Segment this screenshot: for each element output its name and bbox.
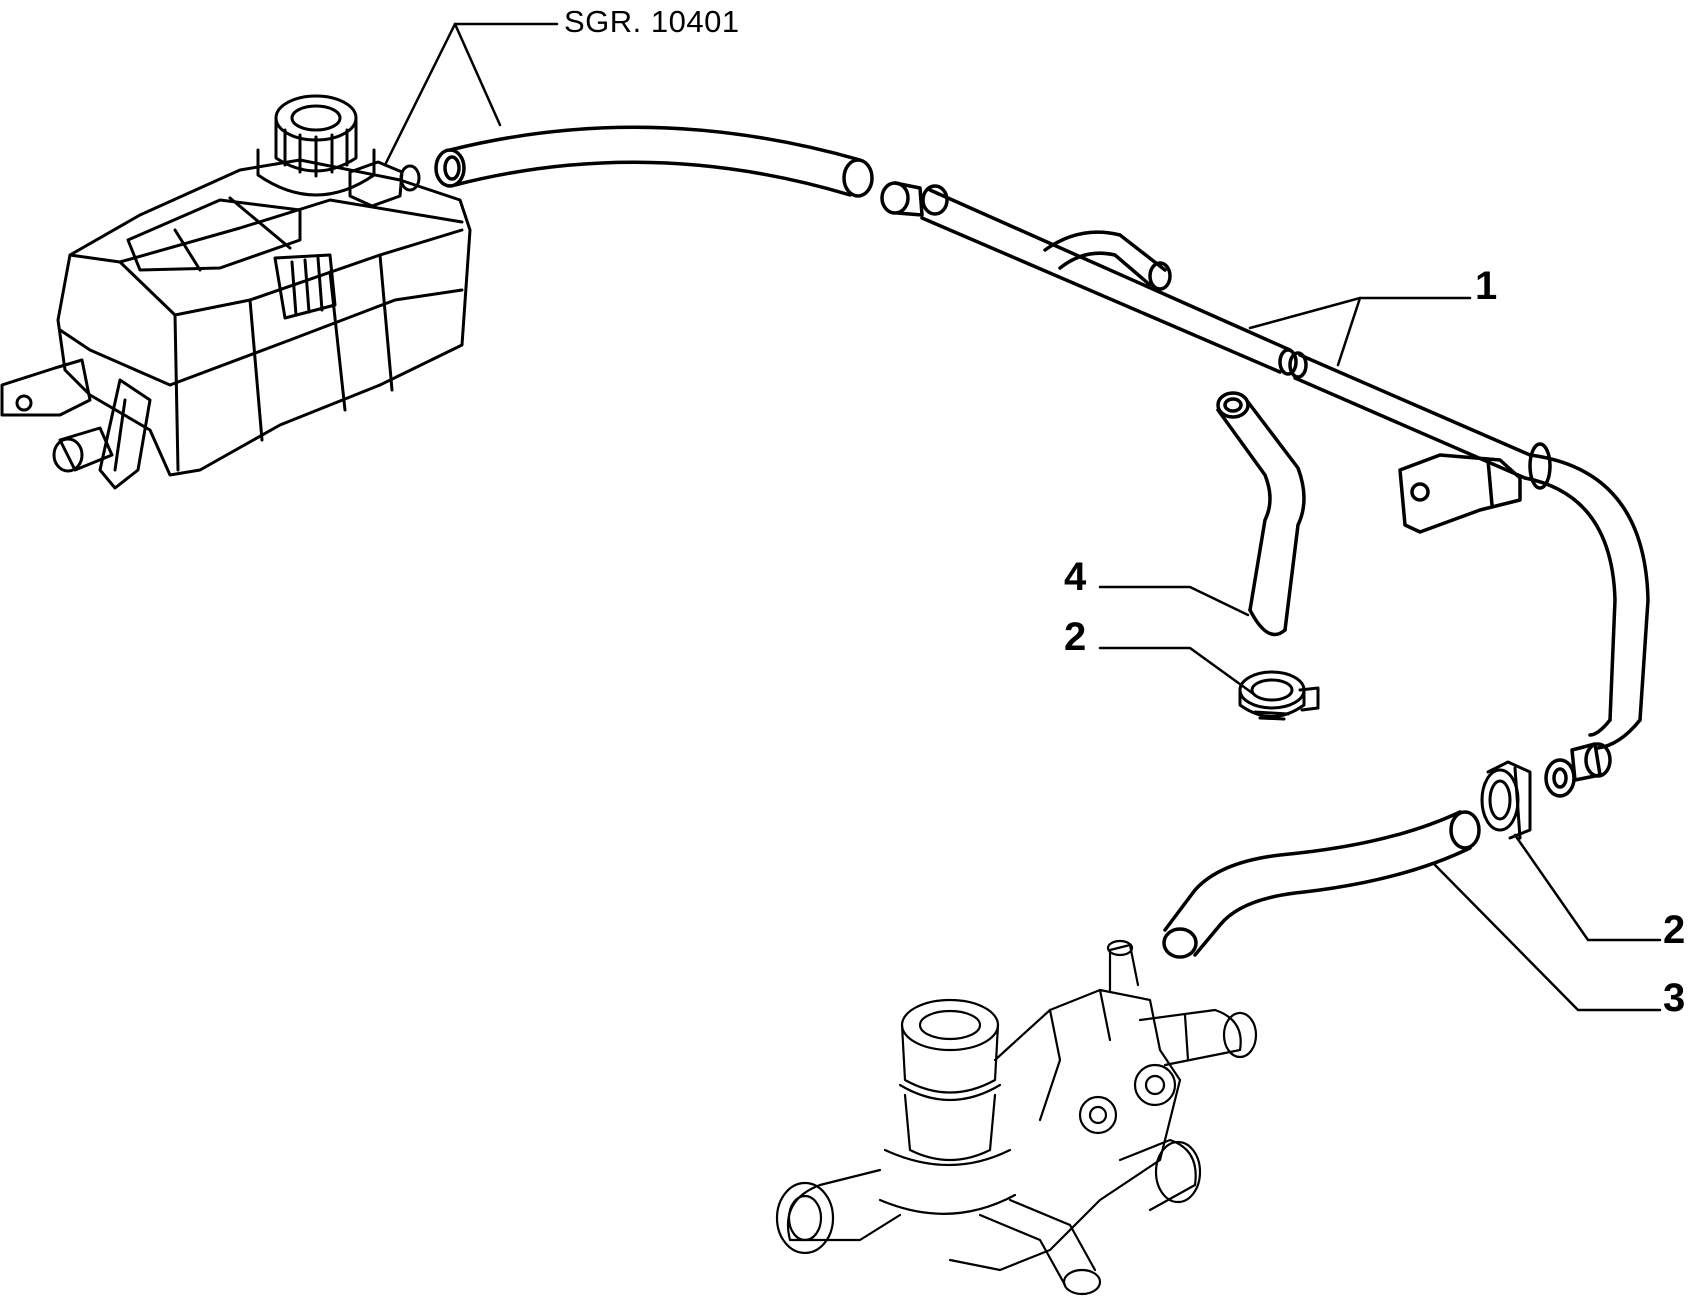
expansion-tank [0, 94, 472, 490]
callout-2-upper: 2 [1064, 615, 1087, 659]
reference-label-sgr: SGR. 10401 [564, 4, 740, 39]
clamp-2-upper [1238, 670, 1320, 721]
callout-4: 4 [1064, 555, 1087, 599]
callout-1: 1 [1475, 264, 1498, 308]
thermostat-housing [775, 939, 1258, 1296]
leader-lines [383, 22, 1662, 1012]
hose-3 [1162, 810, 1481, 959]
callout-2-lower: 2 [1663, 908, 1686, 952]
callout-3: 3 [1663, 976, 1686, 1020]
clamp-2-lower [1480, 760, 1532, 840]
hose-4 [1216, 391, 1306, 637]
pipe-assembly-1 [880, 181, 1650, 798]
top-hose [434, 125, 874, 198]
